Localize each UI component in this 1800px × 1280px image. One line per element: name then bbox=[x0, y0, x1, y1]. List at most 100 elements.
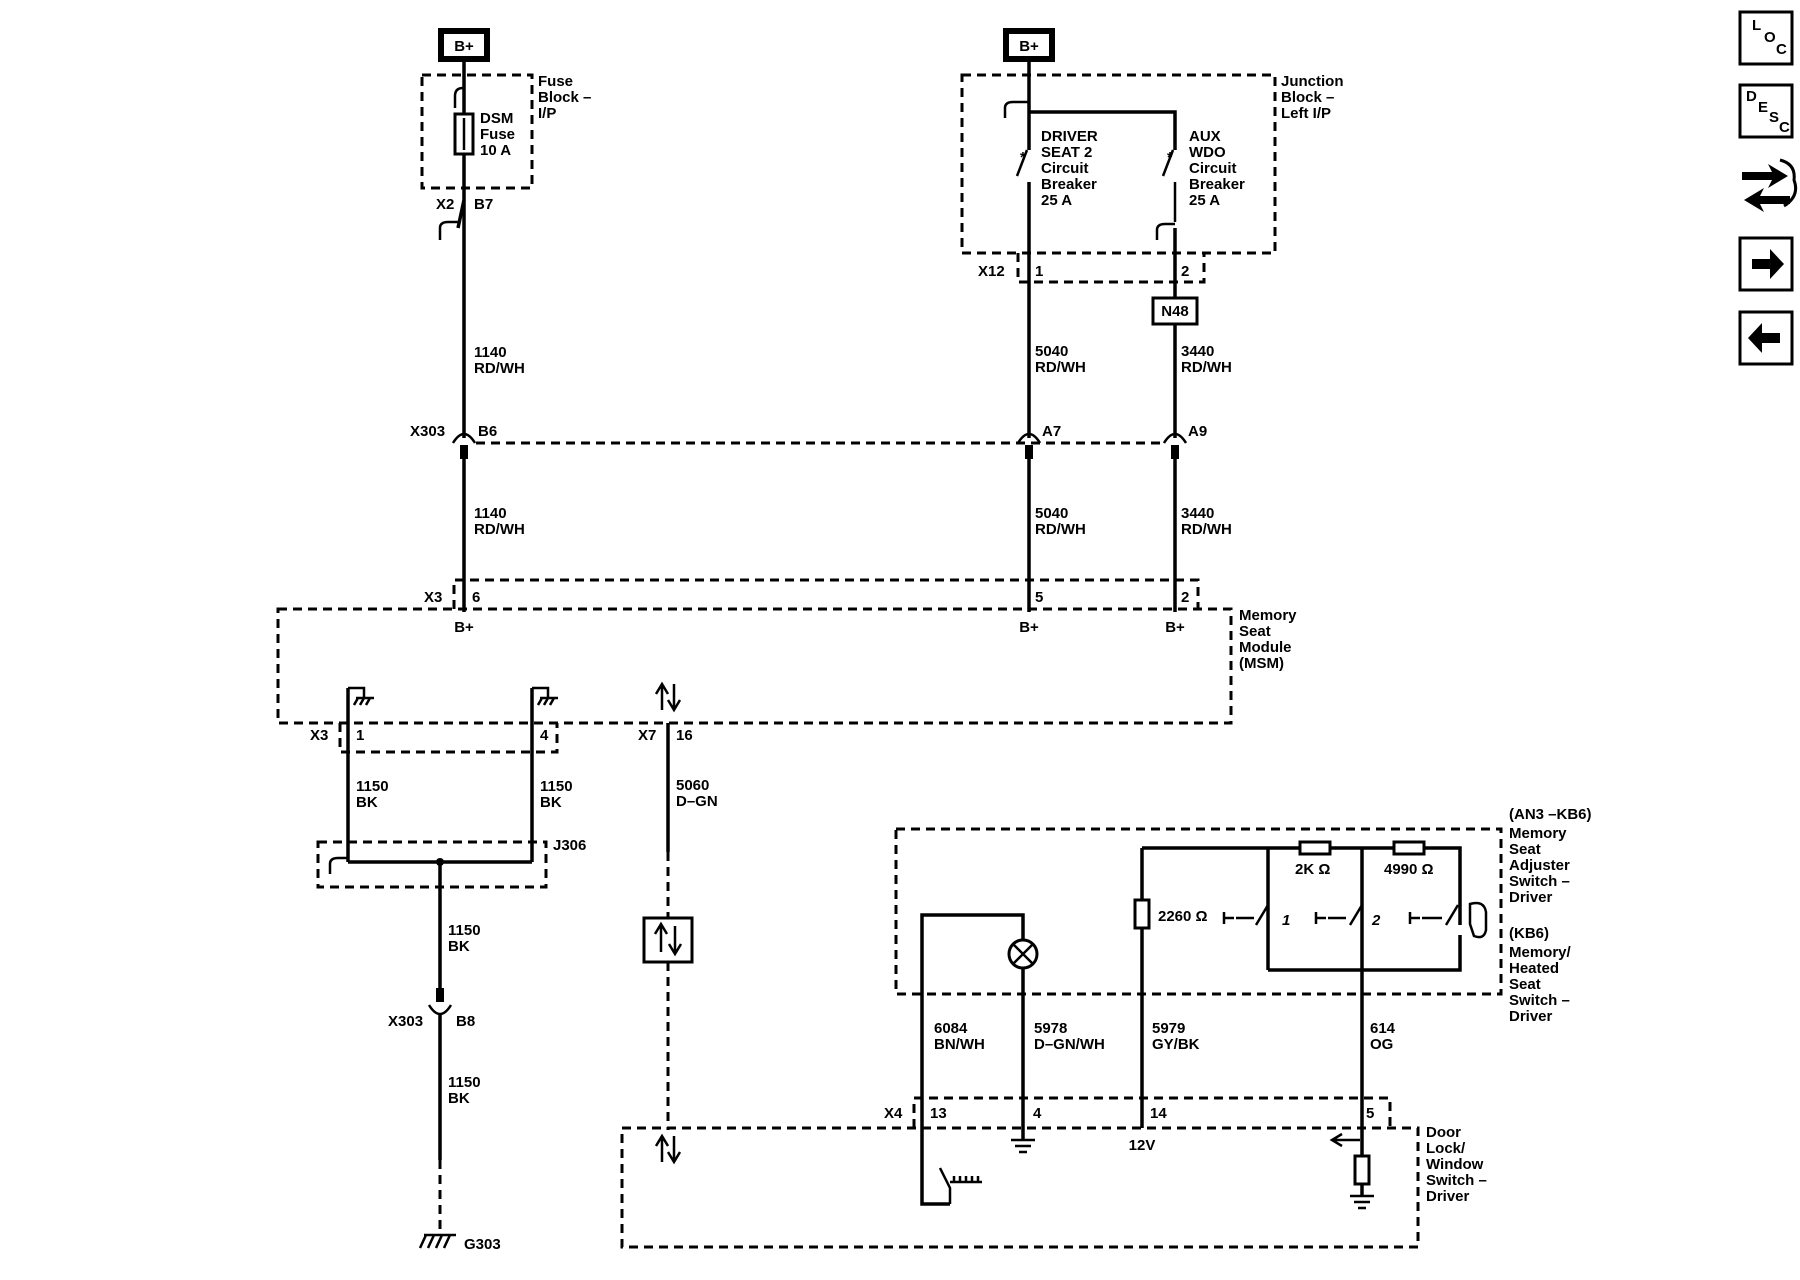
svg-text:1150: 1150 bbox=[448, 1074, 481, 1091]
wire-5040-label-upper: 5040 RD/WH bbox=[1035, 343, 1086, 376]
svg-text:5040: 5040 bbox=[1035, 343, 1068, 360]
connector-diagnostic-icon[interactable] bbox=[1742, 158, 1798, 212]
msm-pin16-label: 16 bbox=[676, 727, 693, 744]
svg-text:Memory/: Memory/ bbox=[1509, 944, 1572, 961]
svg-text:(AN3 –KB6): (AN3 –KB6) bbox=[1509, 806, 1592, 823]
cb1-switch-contact bbox=[1015, 149, 1029, 177]
svg-text:Fuse: Fuse bbox=[480, 126, 515, 143]
svg-text:OG: OG bbox=[1370, 1036, 1393, 1053]
svg-text:Door: Door bbox=[1426, 1124, 1461, 1141]
svg-text:RD/WH: RD/WH bbox=[1035, 521, 1086, 538]
svg-text:C: C bbox=[1779, 119, 1790, 136]
svg-text:RD/WH: RD/WH bbox=[474, 521, 525, 538]
door-pin14-label: 14 bbox=[1150, 1105, 1167, 1122]
svg-text:1150: 1150 bbox=[448, 922, 481, 939]
svg-text:D–GN: D–GN bbox=[676, 793, 718, 810]
door-x4-label: X4 bbox=[884, 1105, 903, 1122]
svg-text:C: C bbox=[1776, 41, 1787, 58]
loc-button[interactable]: L O C bbox=[1738, 10, 1794, 66]
x303-b6-label: B6 bbox=[478, 423, 497, 440]
arrow-right-icon bbox=[1752, 249, 1784, 279]
svg-text:1140: 1140 bbox=[474, 505, 507, 522]
svg-text:Circuit: Circuit bbox=[1041, 160, 1089, 177]
wire-1150-label-right: 1150 BK bbox=[540, 778, 573, 811]
x303-a9-female bbox=[1162, 432, 1188, 444]
j306-terminal-symbol bbox=[328, 856, 348, 874]
msm-bplus-label-2: B+ bbox=[1019, 619, 1039, 636]
switch-contacts bbox=[1254, 904, 1460, 926]
memory-switch-outline bbox=[894, 827, 1503, 996]
arrow-left-icon bbox=[1748, 323, 1780, 353]
x303-b6-female bbox=[451, 432, 477, 444]
aux-terminal-symbol bbox=[1155, 222, 1175, 240]
resistor-4990 bbox=[1392, 840, 1426, 856]
svg-text:Block –: Block – bbox=[1281, 89, 1334, 106]
svg-text:Switch –: Switch – bbox=[1426, 1172, 1487, 1189]
svg-text:E: E bbox=[1758, 99, 1768, 116]
resistor-2k bbox=[1298, 840, 1332, 856]
msm-x3-connector-outline bbox=[452, 578, 1200, 609]
svg-text:BK: BK bbox=[448, 938, 470, 955]
memory-switch-title-2: (KB6) Memory/ Heated Seat Switch – Drive… bbox=[1509, 925, 1572, 1025]
wire-1140-label-lower: 1140 RD/WH bbox=[474, 505, 525, 538]
msm-x3-label: X3 bbox=[424, 589, 442, 606]
x303-a7-male bbox=[1025, 445, 1033, 459]
msm-ground-1-lead bbox=[348, 686, 366, 698]
svg-text:Seat: Seat bbox=[1509, 976, 1541, 993]
svg-text:BN/WH: BN/WH bbox=[934, 1036, 985, 1053]
svg-text:Breaker: Breaker bbox=[1189, 176, 1245, 193]
door-pin13-label: 13 bbox=[930, 1105, 947, 1122]
svg-text:BK: BK bbox=[448, 1090, 470, 1107]
x303-b6-male bbox=[460, 445, 468, 459]
driver-seat-circuit-breaker-label: DRIVER SEAT 2 Circuit Breaker 25 A bbox=[1041, 128, 1098, 209]
svg-text:SEAT 2: SEAT 2 bbox=[1041, 144, 1092, 161]
x303-a7-label: A7 bbox=[1042, 423, 1061, 440]
svg-text:Fuse: Fuse bbox=[538, 73, 573, 90]
msm-pin1-label: 1 bbox=[356, 727, 364, 744]
wire-614-label: 614 OG bbox=[1370, 1020, 1396, 1053]
g303-ground-label: G303 bbox=[464, 1236, 501, 1253]
wire-1150-label-left: 1150 BK bbox=[356, 778, 389, 811]
msm-ground-2-symbol bbox=[536, 696, 558, 706]
svg-text:3440: 3440 bbox=[1181, 505, 1214, 522]
msm-pin5-label: 5 bbox=[1035, 589, 1043, 606]
door-6084-internal bbox=[920, 1200, 950, 1206]
next-page-button[interactable] bbox=[1738, 236, 1794, 292]
resistor-2260-label: 2260 Ω bbox=[1158, 908, 1208, 925]
j306-splice-outline bbox=[316, 840, 548, 889]
svg-text:Heated: Heated bbox=[1509, 960, 1559, 977]
svg-text:Left I/P: Left I/P bbox=[1281, 105, 1331, 122]
door-switch-contact-symbol bbox=[938, 1167, 982, 1204]
svg-text:I/P: I/P bbox=[538, 105, 556, 122]
serial-data-arrows-door bbox=[654, 1133, 682, 1165]
previous-page-button[interactable] bbox=[1738, 310, 1794, 366]
msm-bplus-label-1: B+ bbox=[454, 619, 474, 636]
wire-1150-label-mid: 1150 BK bbox=[448, 922, 481, 955]
x303-a9-label: A9 bbox=[1188, 423, 1207, 440]
svg-text:DSM: DSM bbox=[480, 110, 513, 127]
resistor-2260 bbox=[1133, 898, 1151, 930]
n48-node-label: N48 bbox=[1161, 303, 1189, 320]
svg-text:L: L bbox=[1752, 17, 1761, 34]
svg-text:B+: B+ bbox=[1019, 38, 1039, 55]
junction-block-outline bbox=[960, 73, 1277, 255]
desc-button[interactable]: D E S C bbox=[1738, 83, 1794, 139]
svg-text:Window: Window bbox=[1426, 1156, 1484, 1173]
memory-button-1-label: 1 bbox=[1282, 912, 1290, 929]
x2-terminal-symbol bbox=[438, 220, 458, 240]
svg-text:RD/WH: RD/WH bbox=[1181, 521, 1232, 538]
door-switch-outline bbox=[620, 1126, 1420, 1249]
memory-button-2-label: 2 bbox=[1371, 912, 1381, 929]
svg-text:S: S bbox=[1769, 109, 1779, 126]
wire-1140-label-upper: 1140 RD/WH bbox=[474, 344, 525, 377]
msm-ground-1-symbol bbox=[352, 696, 374, 706]
svg-text:Driver: Driver bbox=[1509, 1008, 1553, 1025]
door-pullup-arrow bbox=[1329, 1132, 1360, 1148]
msm-title: Memory Seat Module (MSM) bbox=[1239, 607, 1297, 672]
fuse-terminal-symbol bbox=[453, 86, 464, 108]
svg-text:RD/WH: RD/WH bbox=[1181, 359, 1232, 376]
resistor-2k-label: 2K Ω bbox=[1295, 861, 1330, 878]
switch-bottom-bus bbox=[1268, 935, 1462, 972]
wire-5040-label-lower: 5040 RD/WH bbox=[1035, 505, 1086, 538]
svg-text:Lock/: Lock/ bbox=[1426, 1140, 1466, 1157]
